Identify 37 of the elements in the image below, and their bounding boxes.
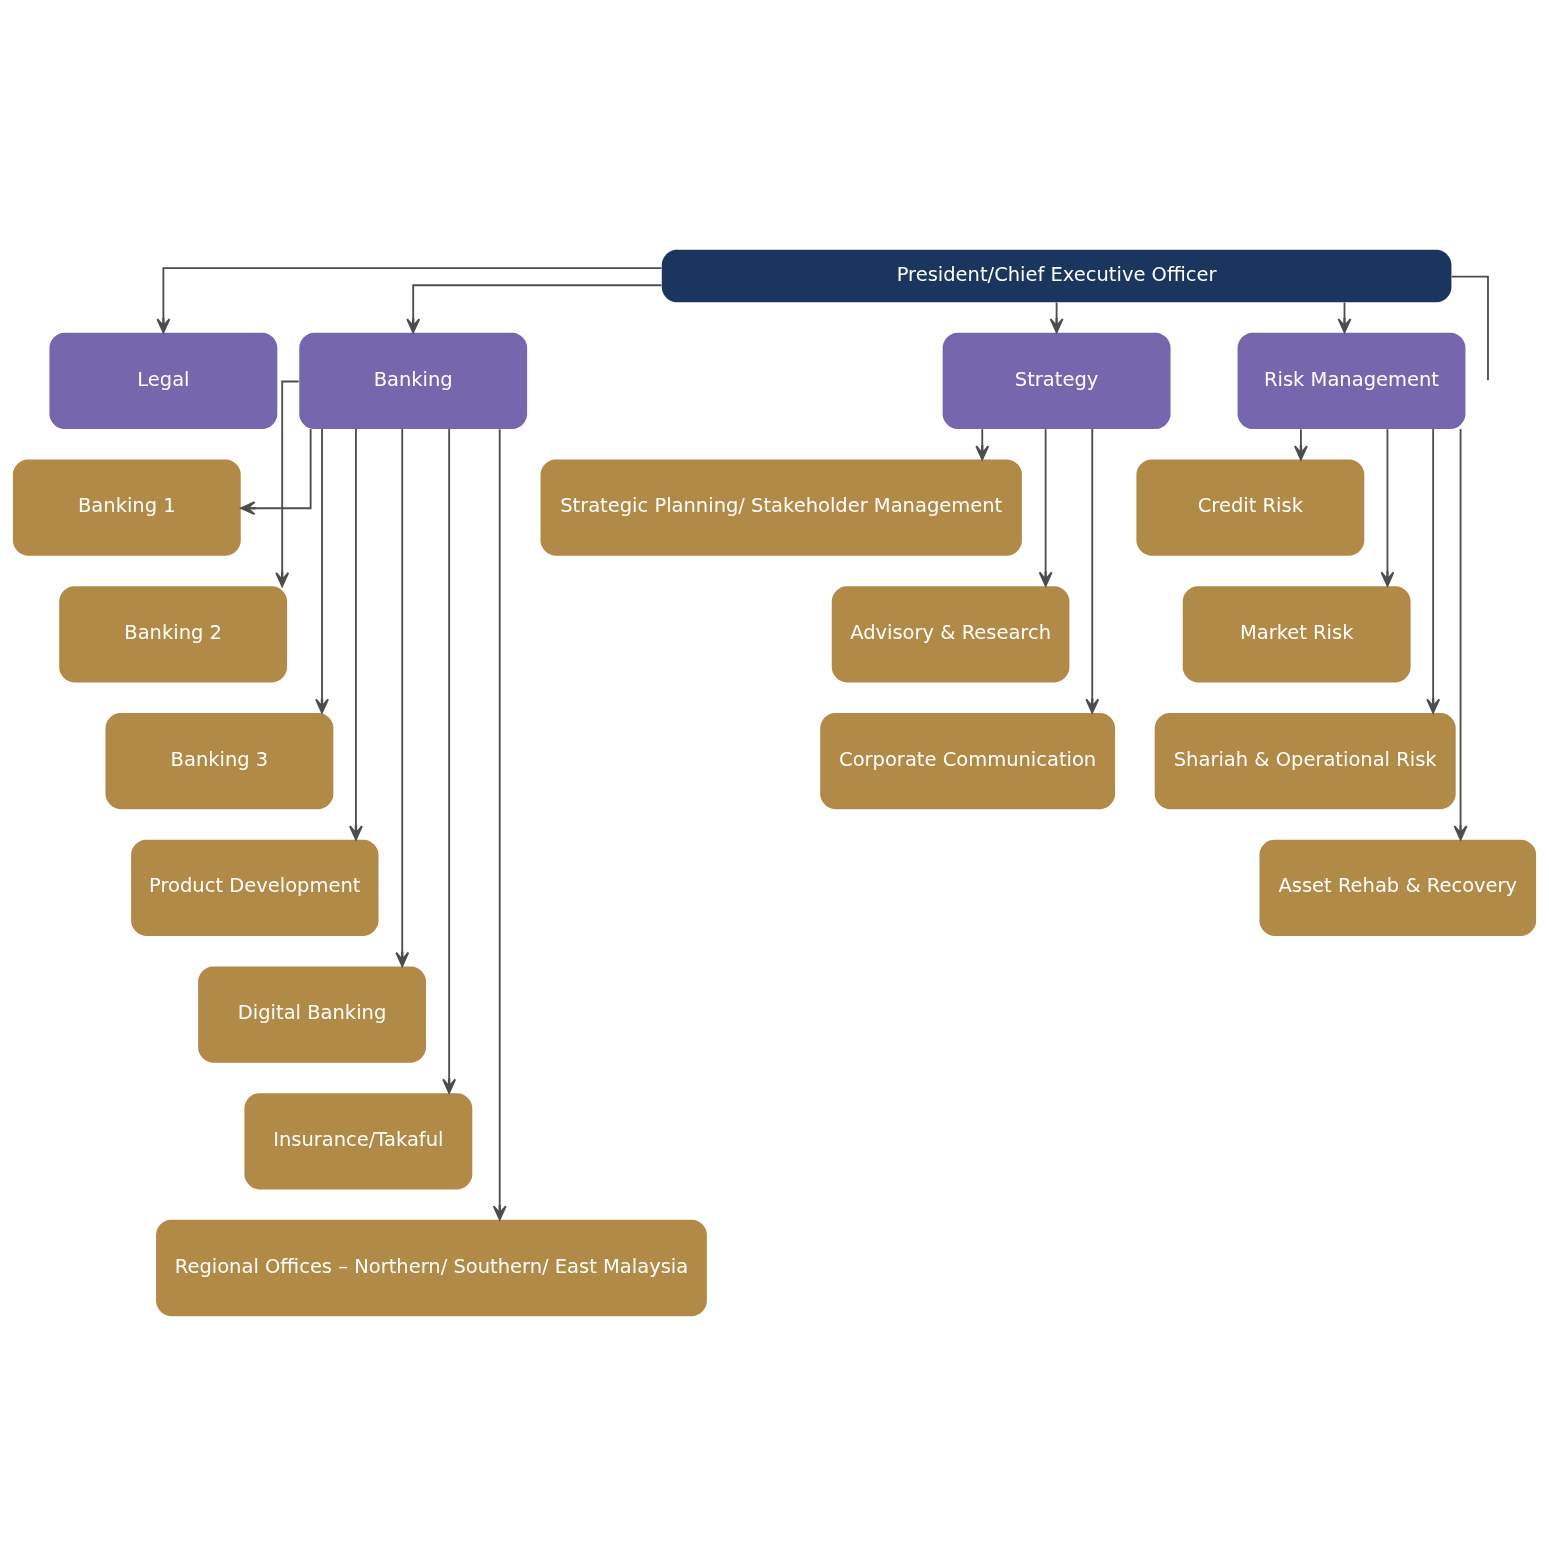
node-box: Banking 2 <box>59 586 288 683</box>
arrow <box>395 428 410 967</box>
node-box: Risk Management <box>1237 332 1466 429</box>
node-box: Credit Risk <box>1136 459 1365 556</box>
connector <box>1450 275 1489 382</box>
arrow <box>975 428 990 461</box>
arrow <box>1049 301 1064 334</box>
arrow <box>406 284 663 334</box>
node-box: Product Development <box>131 839 379 936</box>
arrow <box>348 428 363 841</box>
arrow <box>1293 428 1308 461</box>
node-box: Regional Offices – Northern/ Southern/ East Malaysia <box>156 1219 707 1317</box>
arrow <box>1426 428 1441 714</box>
node-box: Shariah & Operational Risk <box>1154 712 1456 810</box>
node-box: Market Risk <box>1182 586 1411 683</box>
node-box: Digital Banking <box>198 966 426 1063</box>
node-box: Insurance/Takaful <box>244 1093 473 1190</box>
arrow <box>156 267 663 334</box>
node-box: Strategic Planning/ Stakeholder Management <box>540 459 1022 556</box>
node-box: Advisory & Research <box>831 586 1070 683</box>
arrow <box>1380 428 1395 587</box>
arrow <box>275 380 300 588</box>
arrow <box>1453 428 1468 841</box>
node-box: Banking 1 <box>12 459 241 556</box>
node-box: Banking 3 <box>105 712 334 810</box>
node-box: Corporate Communication <box>820 712 1116 810</box>
node-box: Asset Rehab & Recovery <box>1259 839 1537 936</box>
arrow <box>315 428 329 714</box>
node-box: Strategy <box>942 332 1171 429</box>
arrow <box>1085 428 1100 714</box>
node-box: President/Chief Executive Officer <box>661 249 1452 303</box>
node-box: Banking <box>299 332 528 429</box>
arrow <box>1038 428 1053 587</box>
node-box: Legal <box>49 332 278 429</box>
arrow <box>492 428 507 1221</box>
arrow <box>442 428 457 1094</box>
arrow <box>240 428 312 516</box>
